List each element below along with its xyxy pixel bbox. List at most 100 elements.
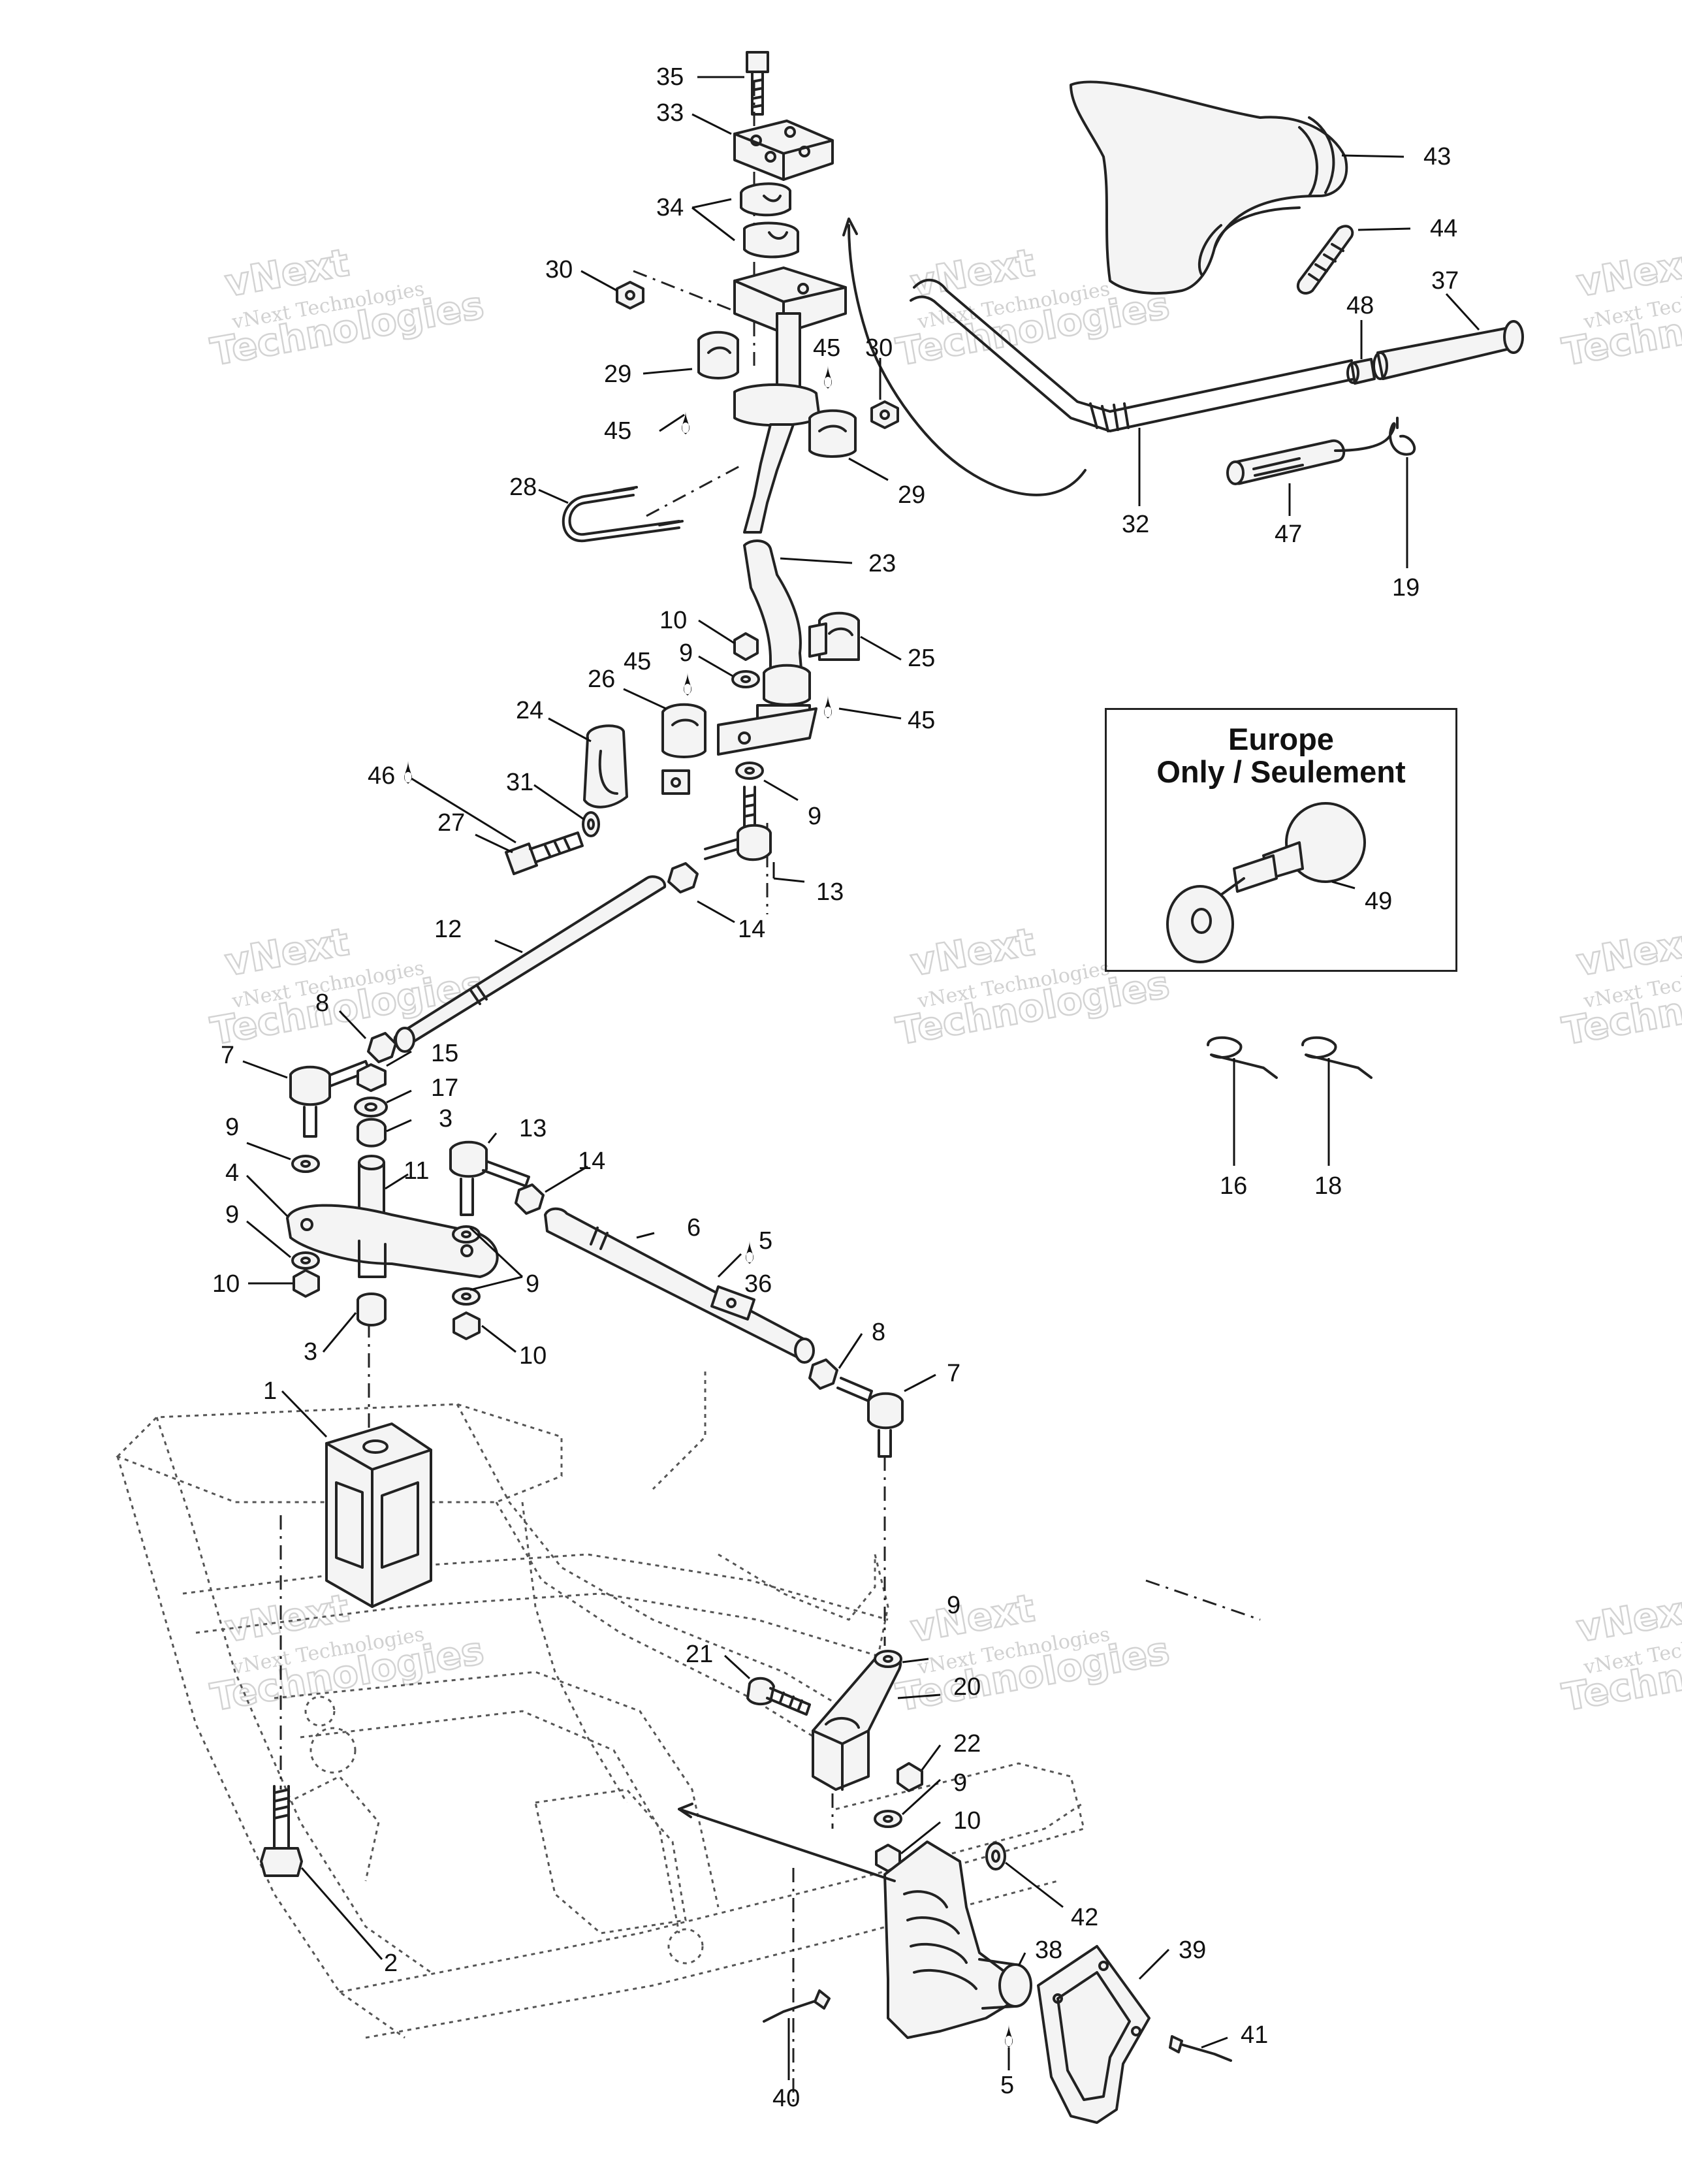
europe-box-title-line1: Europe: [1228, 722, 1334, 756]
lower-assembly: [260, 1422, 1232, 2124]
callout-38: 38: [1035, 1936, 1062, 1964]
nut-30b: [870, 400, 899, 429]
callout-9: 9: [947, 1592, 960, 1619]
europe-box-title: Europe Only / Seulement: [1107, 723, 1455, 788]
callout-1: 1: [263, 1377, 277, 1405]
washer-9a: [731, 670, 760, 688]
callout-10: 10: [212, 1270, 240, 1298]
grease-drop-icon: [404, 761, 412, 784]
bolt-2: [260, 1785, 303, 1877]
callout-10: 10: [519, 1342, 547, 1370]
callout-33: 33: [656, 99, 684, 127]
grip-44: [1297, 225, 1354, 295]
washer-9h: [874, 1810, 902, 1828]
bushing-29b: [808, 409, 857, 458]
callout-9: 9: [808, 803, 821, 830]
cable-tie-18: [1301, 1036, 1373, 1079]
callout-13: 13: [519, 1115, 547, 1142]
callout-31: 31: [506, 769, 533, 796]
callout-39: 39: [1179, 1936, 1206, 1964]
grease-drop-icon: [682, 411, 690, 434]
callout-47: 47: [1275, 521, 1302, 548]
boot-arrow: [678, 1808, 896, 1882]
callout-42: 42: [1071, 1904, 1098, 1931]
callout-10: 10: [659, 607, 687, 634]
callout-2: 2: [384, 1950, 398, 1977]
callout-8: 8: [315, 989, 329, 1017]
ball-joint-13a: [704, 786, 772, 861]
callout-15: 15: [431, 1040, 458, 1067]
nut-14a: [667, 862, 699, 893]
safety-clip-19: [1334, 417, 1416, 456]
grease-icons: [404, 366, 1013, 2048]
grease-drop-icon: [824, 366, 832, 389]
callout-9: 9: [225, 1201, 239, 1228]
callout-9: 9: [526, 1270, 539, 1298]
vehicle-frame: [116, 1372, 1085, 2039]
rivet-41: [1169, 2035, 1232, 2062]
callout-14: 14: [578, 1148, 605, 1175]
washer-9e: [452, 1225, 481, 1244]
nut-10a: [733, 632, 759, 661]
bracket-25: [808, 611, 860, 661]
column-clamp-base: [733, 266, 847, 400]
callout-11: 11: [404, 1157, 429, 1185]
grease-drop-icon: [824, 696, 832, 718]
nut-30a: [616, 281, 644, 310]
callout-22: 22: [953, 1730, 981, 1758]
callout-45: 45: [624, 648, 651, 675]
grease-drop-icon: [1005, 2025, 1013, 2048]
washer-31: [582, 811, 600, 837]
nut-10c: [452, 1311, 481, 1340]
clamp-cap-33: [733, 120, 834, 181]
callout-7: 7: [947, 1360, 960, 1387]
callout-27: 27: [437, 809, 465, 837]
callout-35: 35: [656, 63, 684, 91]
boot-arrow-head: [678, 1803, 693, 1818]
washer-9g: [874, 1650, 902, 1668]
grease-drop-icon: [684, 673, 691, 696]
washer-9f: [452, 1287, 481, 1306]
steering-linkage: [286, 875, 904, 1458]
washer-9b: [735, 762, 764, 780]
callout-9: 9: [225, 1114, 239, 1141]
pitman-arm-4: [286, 1204, 499, 1278]
callout-44: 44: [1430, 215, 1457, 242]
europe-box-title-line2: Only / Seulement: [1156, 754, 1406, 789]
callout-18: 18: [1314, 1172, 1342, 1200]
grip-47: [1226, 439, 1346, 485]
callout-numbers: 35 33 34 30 45 30 29 45 29 28 23 10 9 25…: [212, 63, 1459, 2112]
callout-19: 19: [1392, 574, 1420, 602]
watermark: vNext vNext Technologies Technologies: [206, 239, 488, 375]
callout-3: 3: [439, 1105, 452, 1132]
callout-45: 45: [908, 707, 935, 734]
callout-20: 20: [953, 1673, 981, 1701]
nut-15: [357, 1063, 387, 1092]
u-bolt-28: [562, 486, 684, 543]
clamp-36: [710, 1285, 755, 1321]
callout-14: 14: [738, 916, 765, 943]
washer-9d: [291, 1251, 320, 1270]
callout-6: 6: [687, 1214, 701, 1242]
horn-49: [1166, 802, 1366, 963]
grip-37: [1373, 320, 1524, 380]
callout-7: 7: [221, 1042, 234, 1069]
watermark-word1: vNext: [1574, 240, 1682, 306]
ball-joint-7b: [836, 1377, 904, 1458]
callout-13: 13: [816, 878, 844, 906]
cable-arrow-head: [842, 217, 858, 236]
tie-rod-6: [544, 1207, 815, 1364]
callout-10: 10: [953, 1807, 981, 1835]
bushing-29a: [697, 330, 739, 379]
strap-24: [583, 724, 690, 809]
callout-23: 23: [868, 550, 896, 577]
nut-14b: [515, 1183, 545, 1215]
washer-17: [354, 1097, 388, 1117]
sleeve-48: [1346, 358, 1376, 385]
callout-45: 45: [604, 417, 631, 445]
bolt-27: [505, 831, 584, 875]
steering-column-assembly: [505, 51, 899, 893]
rivet-40: [763, 1989, 831, 2023]
callout-32: 32: [1122, 511, 1149, 538]
bushing-3a: [357, 1117, 387, 1148]
